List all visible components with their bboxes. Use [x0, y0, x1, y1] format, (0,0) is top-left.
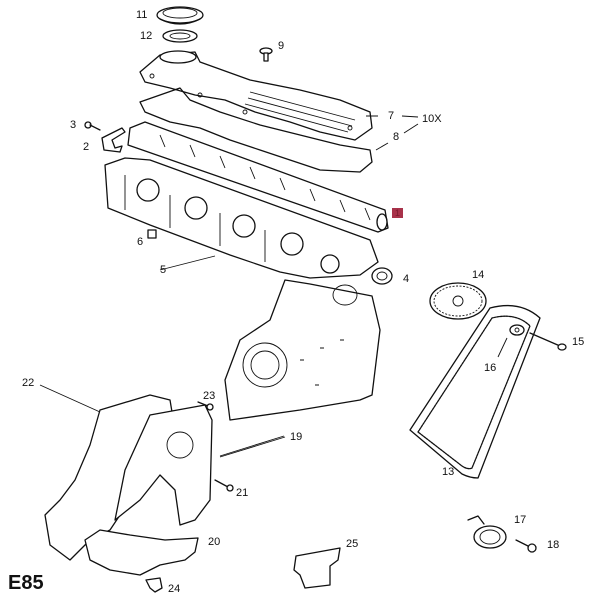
part-bolt-9[interactable] — [259, 47, 273, 62]
callout-6[interactable]: 6 — [137, 236, 144, 248]
callout-21[interactable]: 21 — [236, 487, 249, 499]
part-front-timing-cover[interactable] — [114, 404, 213, 526]
callout-25[interactable]: 25 — [346, 538, 359, 550]
part-camshaft[interactable] — [127, 121, 389, 233]
callout-13[interactable]: 13 — [442, 466, 455, 478]
part-bolt-21[interactable] — [214, 479, 234, 492]
diagram-code: E85 — [8, 572, 44, 594]
part-oil-seal[interactable] — [371, 267, 393, 285]
callout-8[interactable]: 8 — [393, 131, 400, 143]
part-guide-pulley[interactable] — [509, 324, 525, 336]
part-oil-cap[interactable] — [156, 6, 204, 25]
part-bracket[interactable] — [293, 547, 341, 589]
part-timing-belt[interactable] — [409, 304, 541, 479]
callout-3[interactable]: 3 — [70, 119, 77, 131]
part-lower-timing-cover[interactable] — [84, 529, 199, 576]
callout-23[interactable]: 23 — [203, 390, 216, 402]
part-cylinder-head[interactable] — [104, 157, 379, 279]
callout-20[interactable]: 20 — [208, 536, 221, 548]
part-bolt-15[interactable] — [529, 332, 567, 351]
callout-17[interactable]: 17 — [514, 514, 527, 526]
part-bolt-23[interactable] — [197, 401, 214, 411]
callout-18[interactable]: 18 — [547, 539, 560, 551]
callout-22[interactable]: 22 — [22, 377, 35, 389]
part-engine-block — [224, 279, 381, 421]
part-bolt-3[interactable] — [84, 121, 101, 131]
callout-1-highlighted[interactable]: 1 — [392, 208, 404, 218]
callout-12[interactable]: 12 — [140, 30, 153, 42]
callout-24[interactable]: 24 — [168, 583, 181, 595]
callout-10x[interactable]: 10X — [422, 113, 442, 125]
callout-19[interactable]: 19 — [290, 431, 303, 443]
part-bolt-18[interactable] — [515, 539, 537, 553]
part-clip[interactable] — [145, 577, 163, 593]
leader-lines — [39, 115, 508, 458]
callout-7[interactable]: 7 — [388, 110, 395, 122]
callout-5[interactable]: 5 — [160, 264, 167, 276]
part-dowel[interactable] — [147, 229, 157, 239]
callout-11[interactable]: 11 — [136, 9, 148, 21]
callout-15[interactable]: 15 — [572, 336, 585, 348]
part-valve-cover[interactable] — [139, 50, 373, 141]
callout-4[interactable]: 4 — [403, 273, 410, 285]
part-tensioner[interactable] — [467, 515, 507, 549]
callout-9[interactable]: 9 — [278, 40, 285, 52]
part-gasket[interactable] — [139, 87, 373, 173]
callout-2[interactable]: 2 — [83, 141, 90, 153]
part-thrust-plate[interactable] — [101, 127, 126, 153]
part-seal-ring[interactable] — [162, 29, 198, 43]
callout-16[interactable]: 16 — [484, 362, 497, 374]
callout-14[interactable]: 14 — [472, 269, 485, 281]
part-camshaft-sprocket[interactable] — [429, 282, 487, 320]
